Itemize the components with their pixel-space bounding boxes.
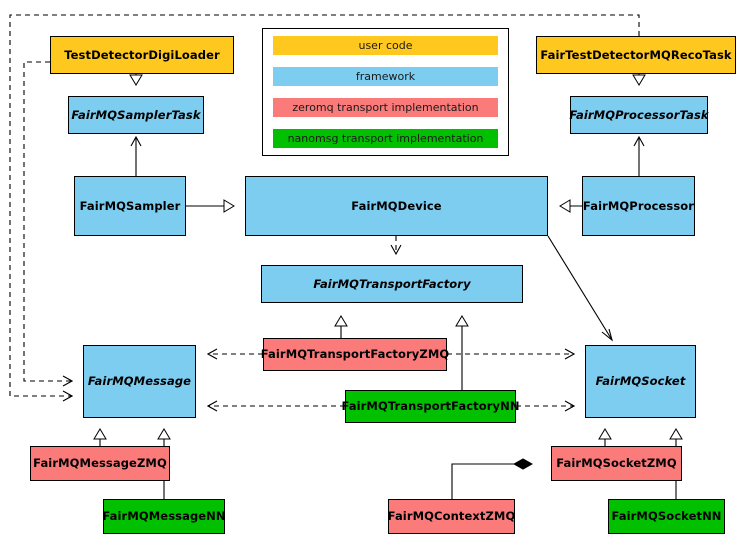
legend-item-zeromq: zeromq transport implementation	[273, 98, 498, 117]
class-label: FairMQMessage	[87, 374, 192, 389]
class-label: TestDetectorDigiLoader	[64, 47, 220, 62]
legend-label-user-code: user code	[358, 39, 413, 52]
class-node-fairmqcontextzmq[interactable]: FairMQContextZMQ	[388, 499, 515, 534]
class-label: FairMQContextZMQ	[387, 509, 516, 524]
class-node-fairmqprocessor[interactable]: FairMQProcessor	[582, 176, 695, 236]
class-node-fairmqsampler[interactable]: FairMQSampler	[74, 176, 186, 236]
class-label: FairMQSocket	[595, 374, 686, 389]
class-label: FairMQSocketNN	[611, 509, 722, 524]
class-node-fairmqsocketzmq[interactable]: FairMQSocketZMQ	[551, 446, 682, 481]
class-label: FairTestDetectorMQRecoTask	[540, 47, 732, 62]
class-label: FairMQMessageNN	[102, 509, 226, 524]
class-node-testdetectordigiloader[interactable]: TestDetectorDigiLoader	[50, 36, 234, 74]
class-label: FairMQDevice	[351, 198, 442, 213]
class-label: FairMQTransportFactoryZMQ	[260, 347, 450, 362]
class-node-fairtestdetectormqrecotask[interactable]: FairTestDetectorMQRecoTask	[536, 36, 736, 74]
class-node-fairmqsocketnn[interactable]: FairMQSocketNN	[608, 499, 725, 534]
legend-panel: user code framework zeromq transport imp…	[262, 28, 509, 156]
class-label: FairMQMessageZMQ	[33, 456, 167, 471]
class-label: FairMQTransportFactoryNN	[341, 399, 520, 414]
class-label: FairMQSocketZMQ	[556, 456, 677, 471]
class-node-fairmqtransportfactorynn[interactable]: FairMQTransportFactoryNN	[341, 390, 519, 423]
class-node-fairmqtransportfactoryzmq[interactable]: FairMQTransportFactoryZMQ	[260, 338, 450, 371]
class-node-fairmqtransportfactory[interactable]: FairMQTransportFactory	[261, 265, 523, 303]
legend-label-zeromq: zeromq transport implementation	[292, 101, 479, 114]
edge-contextzmq-socketzmq	[451, 464, 532, 499]
legend-item-nanomsg: nanomsg transport implementation	[273, 129, 498, 148]
class-node-fairmqsamplertask[interactable]: FairMQSamplerTask	[68, 96, 204, 134]
edge-digiloader-message	[23, 61, 72, 381]
class-node-fairmqmessagezmq[interactable]: FairMQMessageZMQ	[30, 446, 170, 481]
legend-item-framework: framework	[273, 67, 498, 86]
class-label: FairMQProcessorTask	[569, 107, 709, 122]
legend-label-nanomsg: nanomsg transport implementation	[287, 132, 484, 145]
class-node-fairmqdevice[interactable]: FairMQDevice	[245, 176, 548, 236]
class-node-fairmqmessagenn[interactable]: FairMQMessageNN	[102, 499, 226, 534]
class-label: FairMQTransportFactory	[313, 276, 471, 291]
edge-device-socket	[547, 235, 612, 340]
legend-label-framework: framework	[355, 70, 416, 83]
class-label: FairMQSampler	[79, 198, 181, 213]
class-node-fairmqmessage[interactable]: FairMQMessage	[83, 345, 196, 418]
class-label: FairMQSamplerTask	[71, 107, 201, 122]
class-node-fairmqsocket[interactable]: FairMQSocket	[585, 345, 696, 418]
legend-item-user-code: user code	[273, 36, 498, 55]
class-label: FairMQProcessor	[582, 198, 695, 213]
class-node-fairmqprocessortask[interactable]: FairMQProcessorTask	[569, 96, 709, 134]
